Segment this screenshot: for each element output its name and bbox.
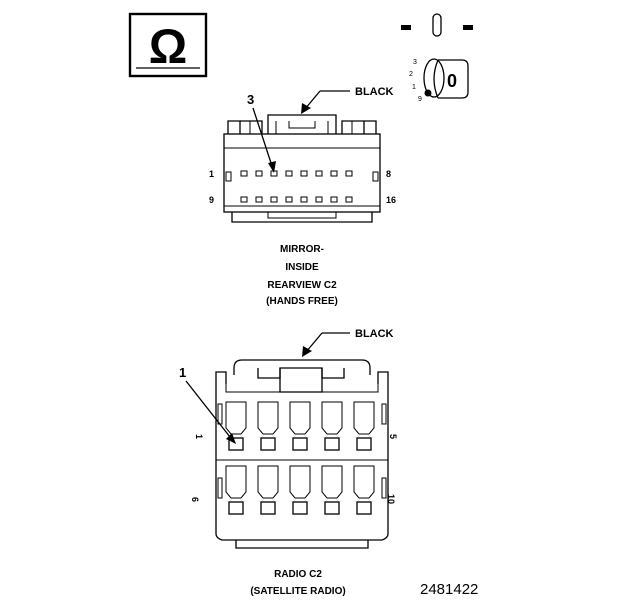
radio-pin-5: 5 bbox=[388, 434, 398, 439]
radio-caption-1: RADIO C2 bbox=[274, 569, 322, 580]
radio-wire-color: BLACK bbox=[355, 328, 394, 340]
mirror-pin-row-2 bbox=[240, 196, 353, 203]
radio-callout-1: 1 bbox=[179, 365, 186, 380]
ohm-symbol: Ω bbox=[149, 21, 187, 74]
radio-pin-row-2 bbox=[225, 465, 375, 515]
mirror-pin-9: 9 bbox=[209, 195, 214, 205]
mirror-pin-16: 16 bbox=[386, 195, 396, 205]
radio-pin-6: 6 bbox=[190, 497, 200, 502]
key-pos-2: 2 bbox=[409, 71, 413, 78]
mirror-pin-8: 8 bbox=[386, 169, 391, 179]
mirror-pin-1: 1 bbox=[209, 169, 214, 179]
figure-id: 2481422 bbox=[420, 581, 478, 598]
radio-pin-1: 1 bbox=[194, 434, 204, 439]
mirror-connector: BLACK bbox=[209, 86, 396, 307]
radio-connector: BLACK bbox=[179, 328, 398, 597]
mirror-caption-2: INSIDE bbox=[285, 262, 319, 273]
mirror-wire-color: BLACK bbox=[355, 86, 394, 98]
radio-pin-10: 10 bbox=[386, 494, 396, 504]
mirror-pin-row-1 bbox=[240, 170, 353, 177]
key-pos-9: 9 bbox=[418, 96, 422, 103]
key-pos-3: 3 bbox=[413, 59, 417, 66]
radio-pin-row-1 bbox=[225, 401, 375, 451]
key-pos-1: 1 bbox=[412, 84, 416, 91]
mirror-caption-4: (HANDS FREE) bbox=[266, 296, 338, 307]
mirror-callout-3: 3 bbox=[247, 92, 254, 107]
radio-caption-2: (SATELLITE RADIO) bbox=[250, 586, 345, 597]
mirror-caption-3: REARVIEW C2 bbox=[267, 280, 337, 291]
ignition-key-icon: 0 3 2 1 9 bbox=[401, 13, 473, 103]
mirror-caption-1: MIRROR- bbox=[280, 244, 324, 255]
ohmmeter-icon: Ω bbox=[128, 12, 208, 78]
key-position-zero: 0 bbox=[447, 71, 457, 91]
